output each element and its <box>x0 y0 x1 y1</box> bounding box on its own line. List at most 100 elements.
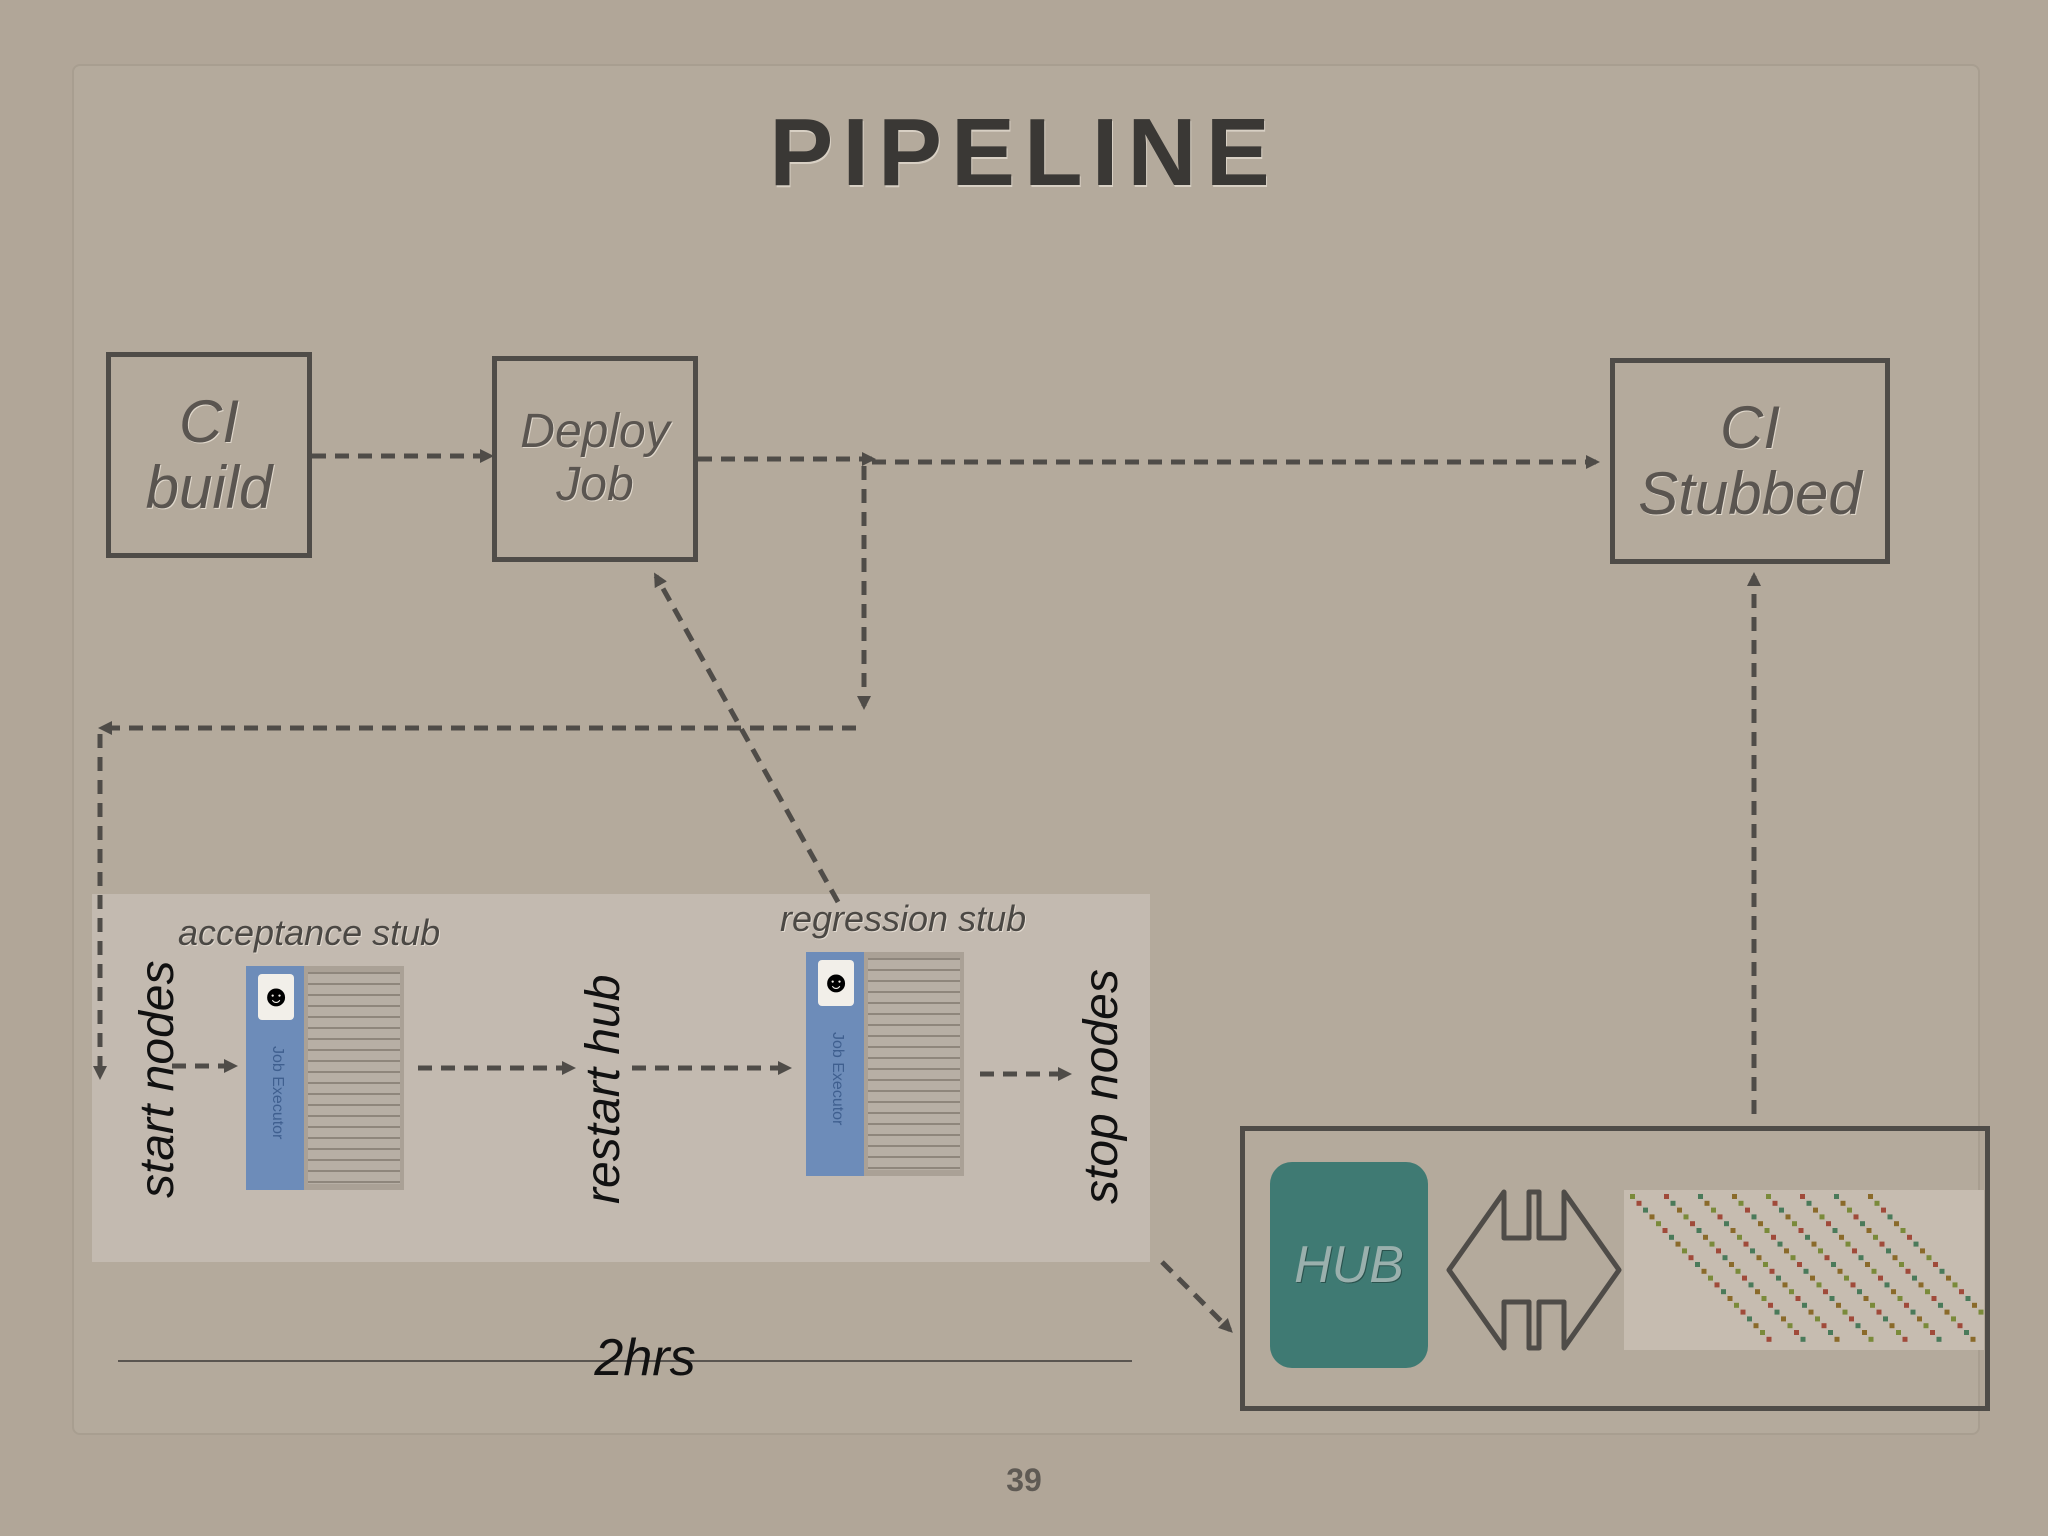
node-dot <box>1896 1330 1901 1335</box>
node-dot <box>1721 1289 1726 1295</box>
node-dot <box>1756 1255 1762 1261</box>
node-dot <box>1698 1194 1703 1199</box>
node-dot <box>1876 1309 1882 1315</box>
node-dot <box>1670 1200 1676 1206</box>
node-dot <box>1836 1302 1841 1308</box>
node-dot <box>1926 1255 1932 1261</box>
node-dot <box>1782 1282 1788 1288</box>
node-dot <box>1862 1330 1867 1335</box>
node-dot <box>1787 1323 1793 1329</box>
node-dot <box>1923 1323 1929 1329</box>
node-dot <box>1784 1248 1789 1254</box>
node-dot <box>1873 1234 1878 1240</box>
node-dot <box>1716 1248 1721 1254</box>
node-dot <box>1930 1330 1935 1335</box>
node-dot <box>1811 1241 1817 1247</box>
arrow-regression-to-deploy <box>653 572 841 904</box>
arrow-panel-to-hub <box>1160 1260 1233 1333</box>
jenkins-sidebar: ☻ Job Executor <box>806 952 864 1176</box>
jenkins-butler-icon: ☻ <box>258 974 294 1020</box>
node-dot <box>1735 1268 1741 1274</box>
node-dot <box>1878 1275 1883 1281</box>
node-dot <box>1887 1214 1893 1220</box>
ci-build-box: CI build <box>106 352 312 558</box>
node-dot <box>1849 1316 1854 1322</box>
hub-label: HUB <box>1294 1236 1404 1294</box>
node-dot <box>1737 1234 1742 1240</box>
ci-build-line1: CI <box>179 388 239 455</box>
node-dot <box>1881 1207 1886 1213</box>
node-dot <box>1831 1262 1836 1267</box>
node-dot <box>1853 1214 1859 1220</box>
node-dot <box>1845 1241 1851 1247</box>
node-dot <box>1751 1214 1757 1220</box>
node-dot <box>1722 1255 1728 1261</box>
node-dot <box>1826 1221 1831 1227</box>
node-dot <box>1910 1309 1916 1315</box>
node-dot <box>1690 1221 1695 1227</box>
node-dot <box>1871 1268 1877 1274</box>
node-dot <box>1855 1323 1861 1329</box>
node-dot <box>1708 1275 1713 1281</box>
node-dot <box>1740 1309 1746 1315</box>
node-dot <box>1899 1262 1904 1267</box>
node-dot <box>1803 1268 1809 1274</box>
node-dot <box>1630 1194 1635 1199</box>
node-dot <box>1920 1248 1925 1254</box>
node-dot <box>1779 1207 1784 1213</box>
node-dot <box>1823 1289 1828 1295</box>
hub-grid-box <box>1240 1126 1990 1411</box>
node-dot <box>1946 1275 1951 1281</box>
node-dot <box>1743 1241 1749 1247</box>
ci-stubbed-line2: Stubbed <box>1638 460 1862 527</box>
node-dot <box>1850 1282 1856 1288</box>
node-dot <box>1790 1255 1796 1261</box>
job-list <box>308 972 400 1184</box>
node-dot <box>1738 1200 1744 1206</box>
node-dot <box>1808 1309 1814 1315</box>
node-dot <box>1768 1302 1773 1308</box>
node-dot <box>1824 1255 1830 1261</box>
node-dot <box>1682 1248 1687 1254</box>
node-dot <box>1834 1194 1839 1199</box>
node-dot <box>1865 1262 1870 1267</box>
node-dot <box>1636 1200 1642 1206</box>
node-dot <box>1866 1228 1872 1233</box>
node-dot <box>1669 1234 1674 1240</box>
node-dot <box>1900 1228 1906 1233</box>
node-dot <box>1813 1207 1818 1213</box>
deploy-job-box: Deploy Job <box>492 356 698 562</box>
node-dot <box>1847 1207 1852 1213</box>
node-dot <box>1907 1234 1912 1240</box>
node-dot <box>1837 1268 1843 1274</box>
node-dot <box>1800 1194 1805 1199</box>
node-dot <box>1883 1316 1888 1322</box>
hub-block: HUB <box>1270 1162 1428 1368</box>
node-dot <box>1703 1234 1708 1240</box>
node-dot <box>1766 1194 1771 1199</box>
node-dot <box>1769 1268 1775 1274</box>
node-dot <box>1745 1207 1750 1213</box>
node-dot <box>1821 1323 1827 1329</box>
node-dot <box>1776 1275 1781 1281</box>
node-dot <box>1695 1262 1700 1267</box>
node-dot <box>1972 1302 1977 1308</box>
node-dot <box>1957 1323 1963 1329</box>
node-dot <box>1696 1228 1702 1233</box>
node-dot <box>1766 1336 1772 1342</box>
node-dot <box>1797 1262 1802 1267</box>
node-dot <box>1815 1316 1820 1322</box>
jenkins-sidebar: ☻ Job Executor <box>246 966 304 1190</box>
node-dot <box>1905 1268 1911 1274</box>
node-dot <box>1747 1316 1752 1322</box>
node-dot <box>1936 1336 1942 1342</box>
node-dot <box>1760 1330 1765 1335</box>
node-dot <box>1683 1214 1689 1220</box>
node-dot <box>1763 1262 1768 1267</box>
node-dot <box>1750 1248 1755 1254</box>
regression-stub-label: regression stub <box>780 898 1027 939</box>
node-dot <box>1764 1228 1770 1233</box>
node-dot <box>1748 1282 1754 1288</box>
node-dot <box>1829 1296 1835 1301</box>
